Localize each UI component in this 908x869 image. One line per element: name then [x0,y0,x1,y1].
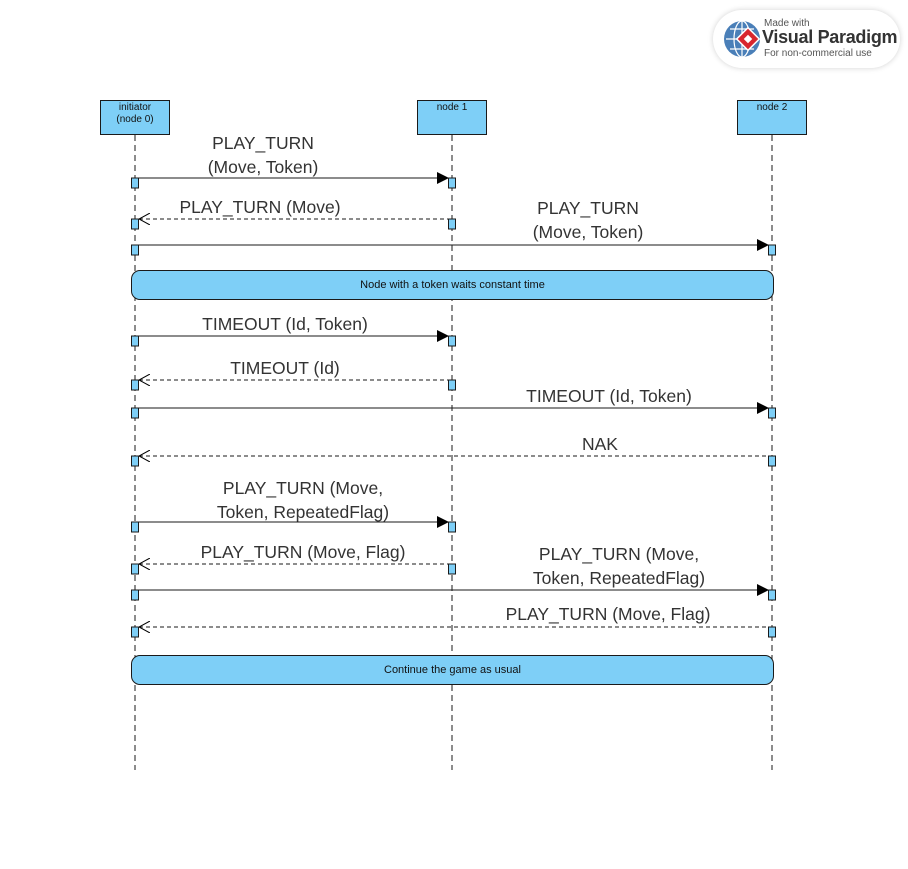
activation-marker [448,335,456,347]
visual-paradigm-watermark[interactable]: Made with Visual Paradigm For non-commer… [713,10,900,68]
activation-marker [131,244,139,256]
message-label: PLAY_TURN (Move, Token) [207,133,319,177]
message-label: PLAY_TURN (Move, Token) [532,198,644,242]
activation-marker [448,563,456,575]
message-label: NAK [582,434,618,454]
note-token-waits[interactable]: Node with a token waits constant time [131,270,774,300]
message-label: PLAY_TURN (Move, Token, RepeatedFlag) [532,544,706,588]
activation-marker [131,563,139,575]
activation-marker [448,521,456,533]
watermark-product-name: Visual Paradigm [762,27,898,47]
lifeline-initiator[interactable]: initiator (node 0) [100,100,170,135]
activation-marker [768,455,776,467]
activation-marker [131,177,139,189]
lifeline-node-1[interactable]: node 1 [417,100,487,135]
message-label: TIMEOUT (Id, Token) [202,314,368,334]
watermark-made-with: Made with [764,18,810,29]
activation-marker [131,626,139,638]
activation-marker [448,379,456,391]
activation-marker [768,407,776,419]
visual-paradigm-logo-icon [724,20,761,58]
message-label: PLAY_TURN (Move, Flag) [505,604,711,624]
note-continue-game[interactable]: Continue the game as usual [131,655,774,685]
watermark-usage: For non-commercial use [764,48,872,59]
message-label: PLAY_TURN (Move, Flag) [200,542,406,562]
activation-marker [131,521,139,533]
message-label: TIMEOUT (Id, Token) [526,386,692,406]
message-label: PLAY_TURN (Move, Token, RepeatedFlag) [216,478,390,522]
activation-marker [131,589,139,601]
activation-marker [448,218,456,230]
activation-marker [768,244,776,256]
activation-marker [768,589,776,601]
activation-marker [768,626,776,638]
activation-marker [448,177,456,189]
activation-marker [131,379,139,391]
activation-marker [131,455,139,467]
activation-marker [131,335,139,347]
activation-marker [131,407,139,419]
activation-marker [131,218,139,230]
message-label: PLAY_TURN (Move) [179,197,341,217]
lifeline-node-2[interactable]: node 2 [737,100,807,135]
message-label: TIMEOUT (Id) [230,358,340,378]
